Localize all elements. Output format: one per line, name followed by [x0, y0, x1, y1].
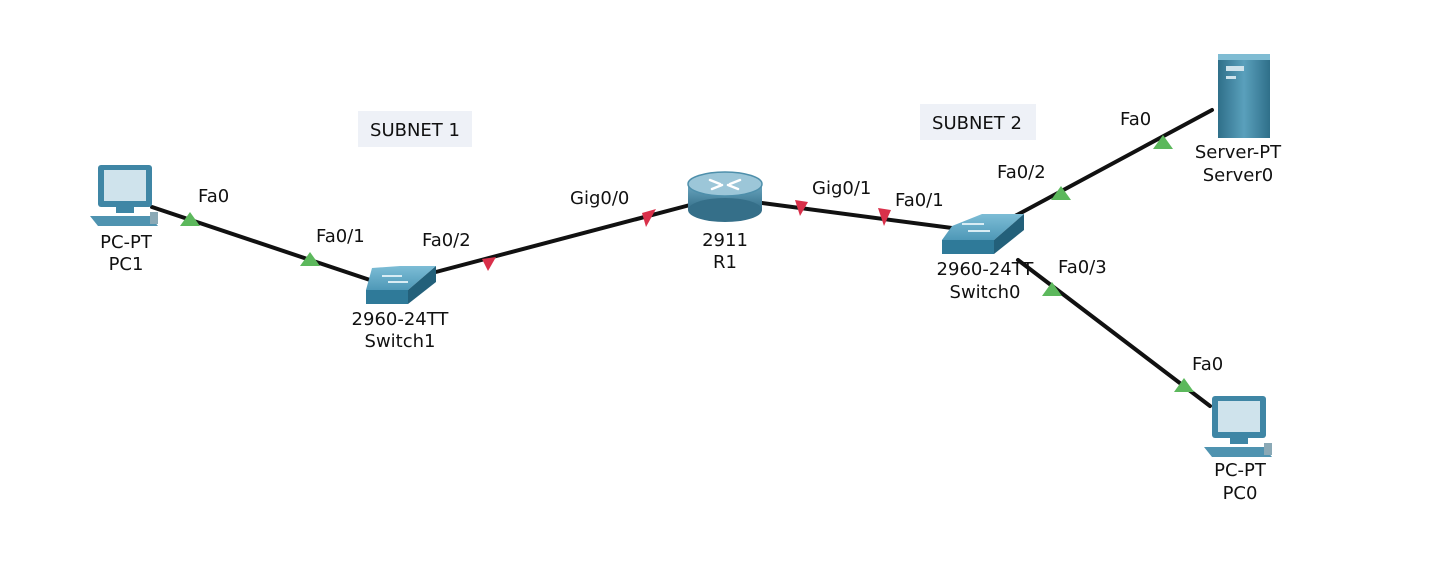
server-icon: [1218, 54, 1270, 138]
cable-switch0-pc0[interactable]: [1016, 258, 1212, 408]
link-up-indicator: [1174, 378, 1194, 392]
link-up-indicator: [1042, 282, 1062, 296]
r1-name: R1: [713, 252, 737, 273]
switch0-model: 2960-24TT: [937, 259, 1035, 280]
switch1-name: Switch1: [365, 331, 436, 352]
link-down-indicator: [878, 208, 891, 226]
link-up-indicator: [1153, 135, 1173, 149]
link-down-indicator: [482, 257, 496, 271]
pc-icon: [90, 165, 158, 226]
pc0-name: PC0: [1223, 483, 1258, 504]
switch0-device[interactable]: 2960-24TT Switch0: [937, 214, 1035, 303]
pc1-name: PC1: [109, 254, 144, 275]
switch0-name: Switch0: [950, 282, 1021, 303]
port-label-sw1-fa0-2: Fa0/2: [422, 230, 471, 251]
link-up-indicator: [1051, 186, 1071, 200]
subnet-label-2: SUBNET 2: [920, 104, 1036, 140]
link-up-indicator: [300, 252, 320, 266]
r1-device[interactable]: 2911 R1: [687, 171, 763, 273]
cable-r1-switch0[interactable]: [760, 201, 954, 230]
link-down-indicator: [795, 200, 808, 216]
port-label-sw0-fa0-2: Fa0/2: [997, 162, 1046, 183]
pc0-model: PC-PT: [1214, 460, 1267, 481]
port-label-sw1-fa0-1: Fa0/1: [316, 226, 365, 247]
pc-icon: [1204, 396, 1272, 457]
switch-icon: [942, 214, 1024, 254]
r1-model: 2911: [702, 230, 748, 251]
cable-switch0-server0[interactable]: [1013, 108, 1214, 218]
port-label-r1-gig0-0: Gig0/0: [570, 188, 629, 209]
link-down-indicator: [642, 209, 656, 227]
port-label-r1-gig0-1: Gig0/1: [812, 178, 871, 199]
server0-name: Server0: [1203, 165, 1273, 186]
subnet-1-text: SUBNET 1: [370, 120, 460, 141]
switch-icon: [366, 266, 436, 304]
switch1-model: 2960-24TT: [352, 309, 450, 330]
port-labels: Fa0 Fa0/1 Fa0/2 Gig0/0 Gig0/1 Fa0/1 Fa0/…: [198, 109, 1223, 375]
server0-model: Server-PT: [1195, 142, 1282, 163]
pc1-model: PC-PT: [100, 232, 153, 253]
subnet-2-text: SUBNET 2: [932, 113, 1022, 134]
port-label-pc0-fa0: Fa0: [1192, 354, 1223, 375]
server0-device[interactable]: Server-PT Server0: [1195, 54, 1282, 186]
subnet-label-1: SUBNET 1: [358, 111, 472, 147]
link-up-indicator: [180, 212, 200, 226]
link-indicators: [180, 135, 1194, 392]
pc0-device[interactable]: PC-PT PC0: [1204, 396, 1272, 504]
port-label-sw0-fa0-3: Fa0/3: [1058, 257, 1107, 278]
switch1-device[interactable]: 2960-24TT Switch1: [352, 266, 450, 352]
port-label-server-fa0: Fa0: [1120, 109, 1151, 130]
port-label-sw0-fa0-1: Fa0/1: [895, 190, 944, 211]
pc1-device[interactable]: PC-PT PC1: [90, 165, 158, 275]
port-label-pc1-fa0: Fa0: [198, 186, 229, 207]
router-icon: [687, 171, 763, 222]
